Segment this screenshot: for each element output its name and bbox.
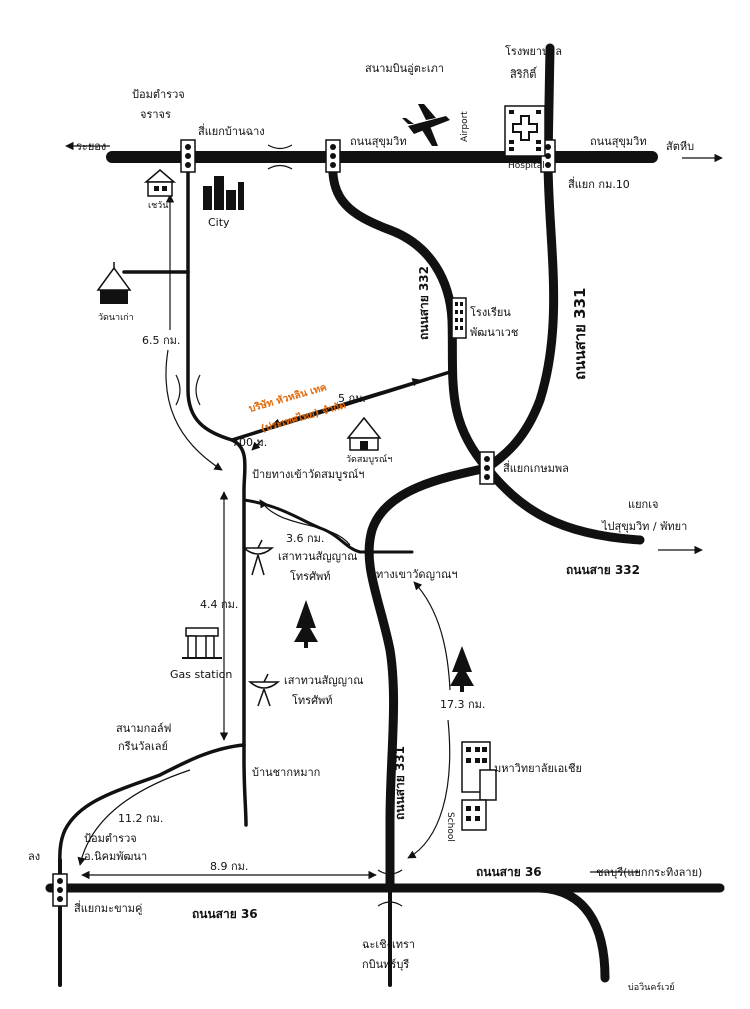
arrow-school [407, 719, 451, 859]
bridge-icon [267, 144, 293, 170]
label-junction-banchang: สี่แยกบ้านฉาง [198, 123, 265, 138]
label-city: City [208, 216, 230, 229]
temple-icon [346, 416, 382, 451]
label-gas-station: Gas station [170, 668, 232, 681]
antenna-tower-icon [247, 673, 281, 707]
arrow-112km [77, 769, 191, 866]
university-icon [461, 741, 497, 831]
road-local-main [186, 155, 248, 827]
label-tower-1a: เสาทวนสัญญาณ [278, 550, 357, 563]
gas-station-icon [182, 627, 222, 659]
label-sukhumvit-right: ถนนสุขุมวิท [590, 135, 647, 148]
label-airport-en: Airport [460, 111, 470, 142]
label-chachoengsao-1: ฉะเชิงเทรา [362, 938, 415, 951]
label-dist-65: 6.5 กม. [142, 334, 180, 347]
label-road-36-right: ถนนสาย 36 [476, 865, 542, 879]
road-331-south [364, 463, 492, 893]
road-331-right [482, 43, 559, 473]
antenna-tower-icon [241, 539, 275, 576]
label-to-jae-2: ไปสุขุมวิท / พัทยา [601, 520, 687, 533]
label-long: ลง [28, 850, 40, 863]
tree-icon [294, 600, 318, 648]
label-dist-5: 5 กม. [338, 392, 366, 405]
label-chachoengsao-2: กบินทร์บุรี [362, 958, 409, 971]
label-junction-kasem: สี่แยกเกษมพล [503, 460, 569, 475]
label-chonburi: ชลบุรี(แยกกระทิงลาย) [596, 866, 702, 879]
traffic-light-icon [540, 139, 556, 173]
label-school-2: พัฒนาเวช [470, 326, 518, 339]
traffic-light-icon [180, 139, 196, 173]
label-tower-1b: โทรศัพท์ [290, 569, 331, 583]
label-to-jae-1: แยกเจ [628, 498, 658, 511]
road-36-branch [535, 883, 610, 983]
label-temple-small-2: วัดสมบูรณ์ฯ [346, 453, 392, 465]
bridge-icon [175, 374, 201, 406]
label-police-b-2: อ.นิคมพัฒนา [84, 850, 147, 863]
label-road-36-left: ถนนสาย 36 [192, 907, 258, 921]
label-junction-km10: สี่แยก กม.10 [568, 176, 630, 191]
road-332-lower [482, 463, 645, 545]
house-icon [143, 169, 177, 197]
label-police-b-1: ป้อมตำรวจ [84, 832, 137, 845]
label-temple-entrance: ป้ายทางเข้าวัดสมบูรณ์ฯ [252, 468, 364, 481]
traffic-light-icon [325, 139, 341, 173]
label-tower-2b: โทรศัพท์ [292, 693, 333, 707]
road-332-upper [328, 155, 492, 473]
label-police-1: ป้อมตำรวจ [132, 88, 185, 101]
label-ban-chak: บ้านชากหมาก [252, 766, 320, 779]
label-chez-wan: เชวัน [148, 201, 168, 211]
label-dist-36: 3.6 กม. [286, 532, 324, 545]
label-road-332-vertical: ถนนสาย 332 [417, 266, 431, 340]
label-university: มหาวิทยาลัยเอเชีย [494, 762, 582, 775]
label-school-en: School [445, 812, 455, 842]
label-temple-small: วัดนาเก่า [98, 313, 134, 323]
label-rayong: ระยอง [76, 140, 106, 153]
tree-icon [450, 646, 474, 692]
label-golf-1: สนามกอล์ฟ [116, 722, 171, 735]
label-sukhumvit-left: ถนนสุขุมวิท [350, 135, 407, 148]
traffic-light-icon [479, 451, 495, 485]
hospital-icon [504, 105, 546, 157]
label-road-332-horizontal: ถนนสาย 332 [566, 563, 640, 577]
arrow-curve-left [165, 349, 223, 471]
school-icon [451, 297, 467, 339]
bridge-icon [377, 869, 403, 907]
label-hospital-1: โรงพยาบาล [505, 44, 562, 58]
arrow-173km [413, 581, 451, 691]
label-dist-700: 700 ม. [232, 436, 267, 449]
label-junction-makham: สี่แยกมะขามคู่ [74, 900, 143, 915]
arrow-36km [259, 499, 351, 546]
label-golf-2: กรีนวัลเลย์ [118, 740, 168, 753]
label-airport-th: สนามบินอู่ตะเภา [365, 62, 444, 75]
label-tower-2a: เสาทวนสัญญาณ [284, 674, 363, 687]
arrow-5km [271, 378, 421, 427]
label-school-1: โรงเรียน [470, 305, 511, 319]
label-bottom-right: บ่อวินคร์เวย์ [628, 981, 675, 993]
label-hospital-2: สิริกิติ์ [510, 66, 538, 81]
traffic-light-icon [52, 873, 68, 907]
airplane-icon [402, 104, 450, 146]
label-sattahip: สัตหีบ [666, 140, 694, 153]
label-khao-way: ทางเขาวัดญาณฯ [376, 568, 458, 581]
label-dist-173: 17.3 กม. [440, 698, 485, 711]
label-dist-112: 11.2 กม. [118, 812, 163, 825]
label-dist-44: 4.4 กม. [200, 598, 238, 611]
road-golf [57, 743, 246, 890]
label-police-2: จราจร [140, 108, 171, 121]
arrow-700m [251, 439, 263, 451]
city-icon [203, 176, 244, 210]
label-dist-89: 8.9 กม. [210, 860, 248, 873]
temple-icon [96, 262, 132, 304]
label-hospital-en: Hospital [508, 161, 545, 171]
label-road-331-right: ถนนสาย 331 [571, 288, 589, 381]
label-road-331-bottom: ถนนสาย 331 [393, 746, 407, 820]
